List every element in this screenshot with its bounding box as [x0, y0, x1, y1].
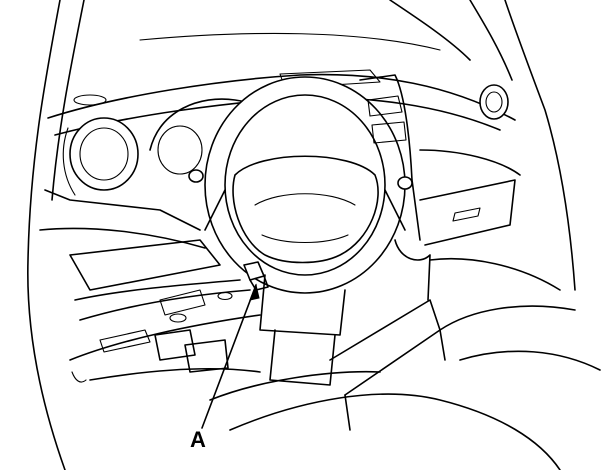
right-air-vent	[479, 84, 509, 120]
floor-area	[89, 305, 601, 470]
steering-column	[259, 274, 346, 386]
steering-wheel	[204, 76, 406, 294]
left-dash-panel	[39, 189, 261, 383]
right-dash-panel	[419, 149, 561, 291]
callout-label-a: A	[190, 427, 206, 452]
windshield-frame	[27, 0, 576, 470]
left-air-vent	[62, 117, 139, 196]
component-a	[243, 261, 269, 291]
callout-leader	[201, 283, 260, 429]
center-console	[329, 74, 446, 431]
